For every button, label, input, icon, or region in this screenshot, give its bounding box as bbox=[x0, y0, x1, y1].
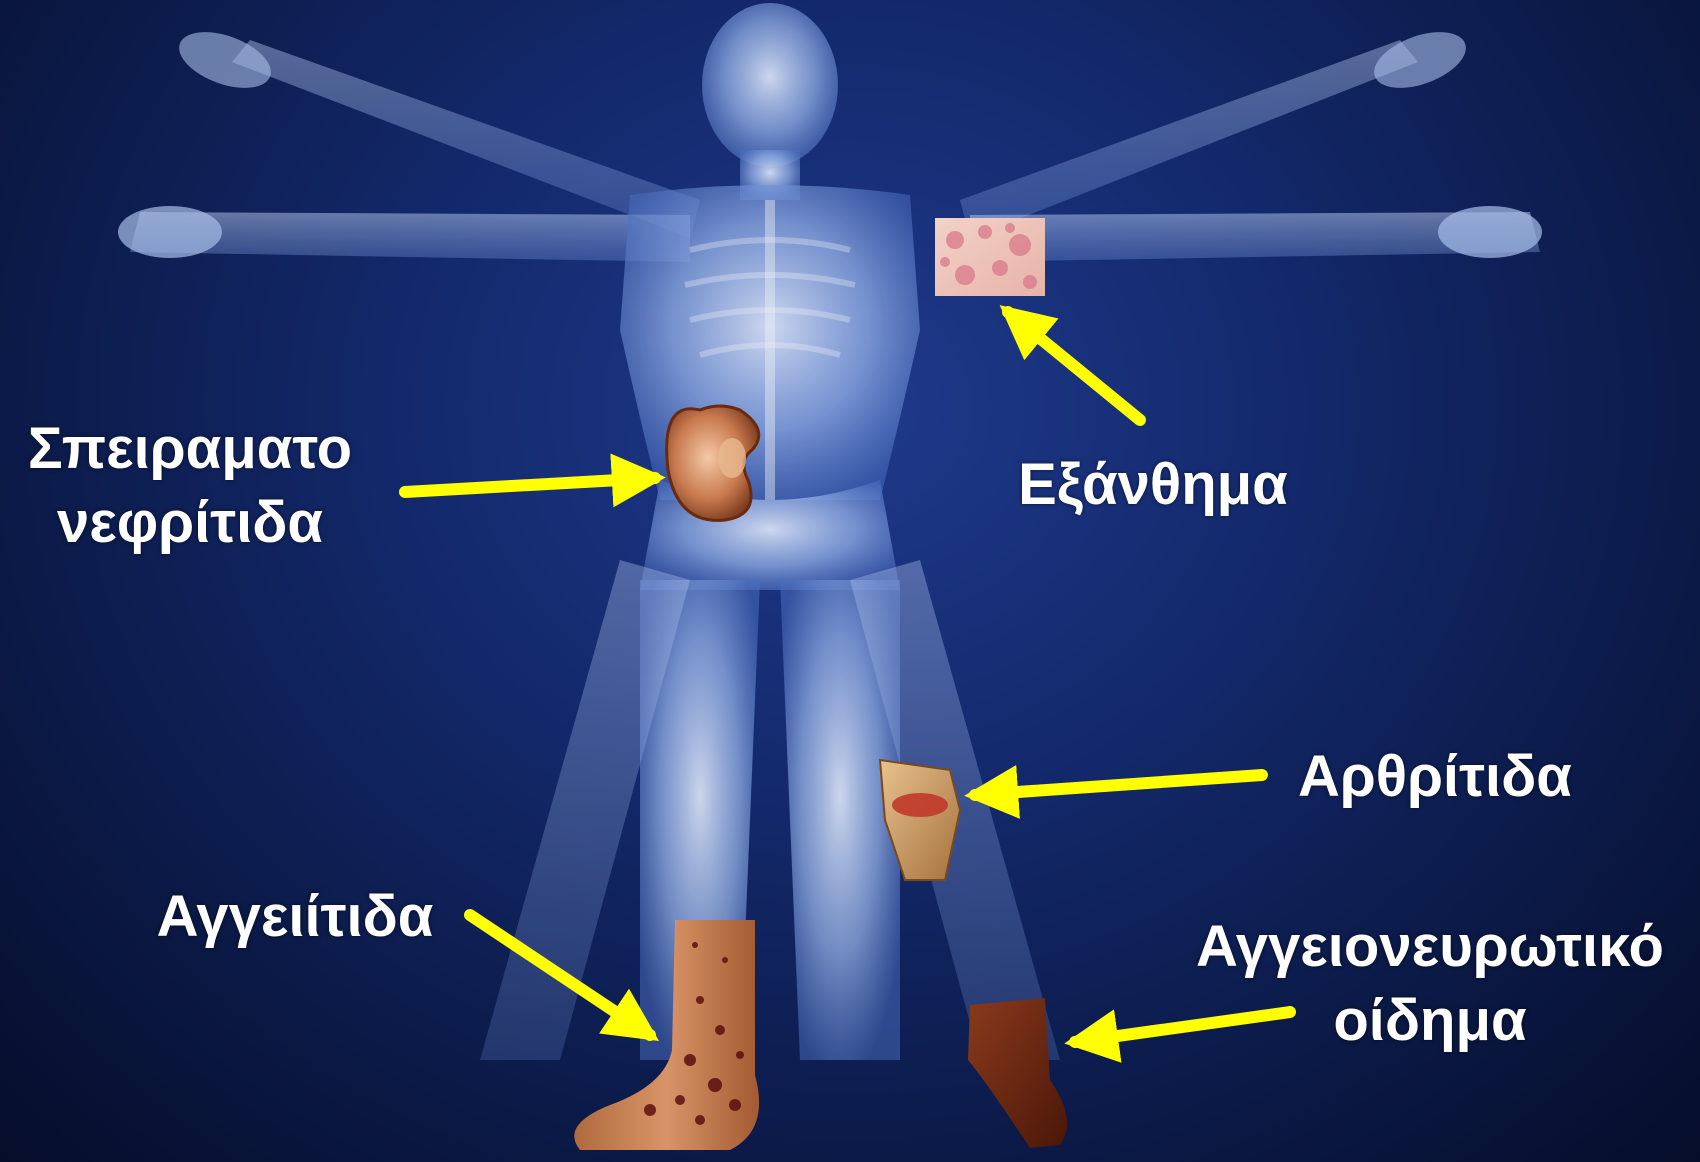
label-arthritis: Αρθρίτιδα bbox=[1275, 740, 1595, 814]
label-angioedema: Αγγειονευρωτικό οίδημα bbox=[1170, 910, 1690, 1058]
kidney-image bbox=[667, 406, 759, 520]
label-vasculitis: Αγγειίτιδα bbox=[130, 880, 460, 954]
label-glomerulonephritis-line2: νεφρίτιδα bbox=[5, 486, 375, 560]
label-glomerulonephritis-line1: Σπειραματο bbox=[5, 412, 375, 486]
label-glomerulonephritis: Σπειραματο νεφρίτιδα bbox=[5, 412, 375, 560]
arrow-to-kidney bbox=[405, 478, 655, 492]
label-rash: Εξάνθημα bbox=[998, 448, 1308, 522]
arrow-to-rash bbox=[1008, 312, 1140, 420]
label-angioedema-line2: οίδημα bbox=[1170, 984, 1690, 1058]
label-angioedema-line1: Αγγειονευρωτικό bbox=[1170, 910, 1690, 984]
swollen-foot-image bbox=[968, 998, 1067, 1148]
arrow-to-knee bbox=[975, 775, 1262, 795]
rash-image bbox=[935, 218, 1045, 296]
